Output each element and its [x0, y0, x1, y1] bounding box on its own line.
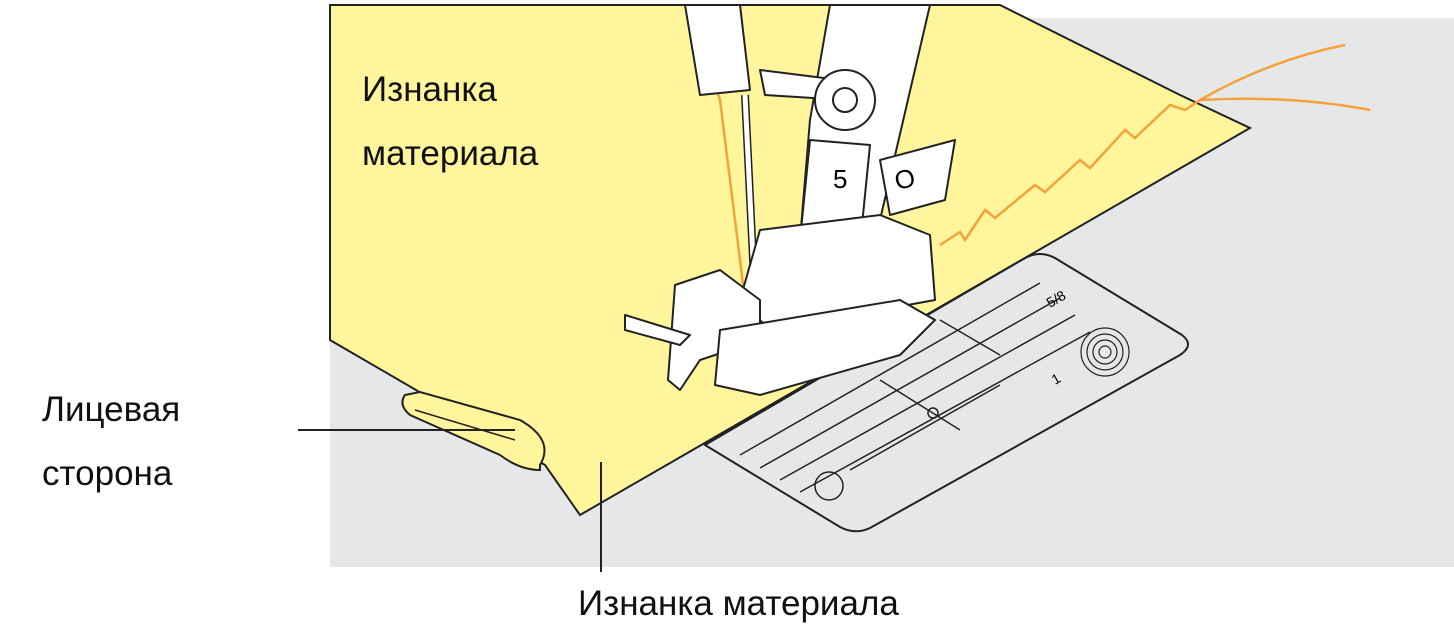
label-wrong-side-top: Изнанка материала	[362, 58, 538, 186]
plate-guide-lines	[739, 282, 1091, 493]
feed-dog-circle	[1080, 327, 1130, 377]
plate-hole	[814, 471, 844, 501]
label-wrong-side-bottom: Изнанка материала	[578, 584, 899, 623]
plate-dot	[927, 407, 939, 419]
fold-line	[414, 409, 516, 441]
label-line: Лицевая	[42, 390, 181, 429]
needle-plate	[703, 253, 1189, 533]
label-line: сторона	[42, 454, 173, 493]
foot-number: 5	[833, 164, 847, 194]
zigzag-stitch-thread	[939, 43, 1371, 247]
label-line: Изнанка	[362, 70, 497, 109]
label-line: материала	[362, 134, 539, 173]
presser-foot	[624, 4, 956, 396]
label-right-side: Лицевая сторона	[42, 378, 180, 506]
